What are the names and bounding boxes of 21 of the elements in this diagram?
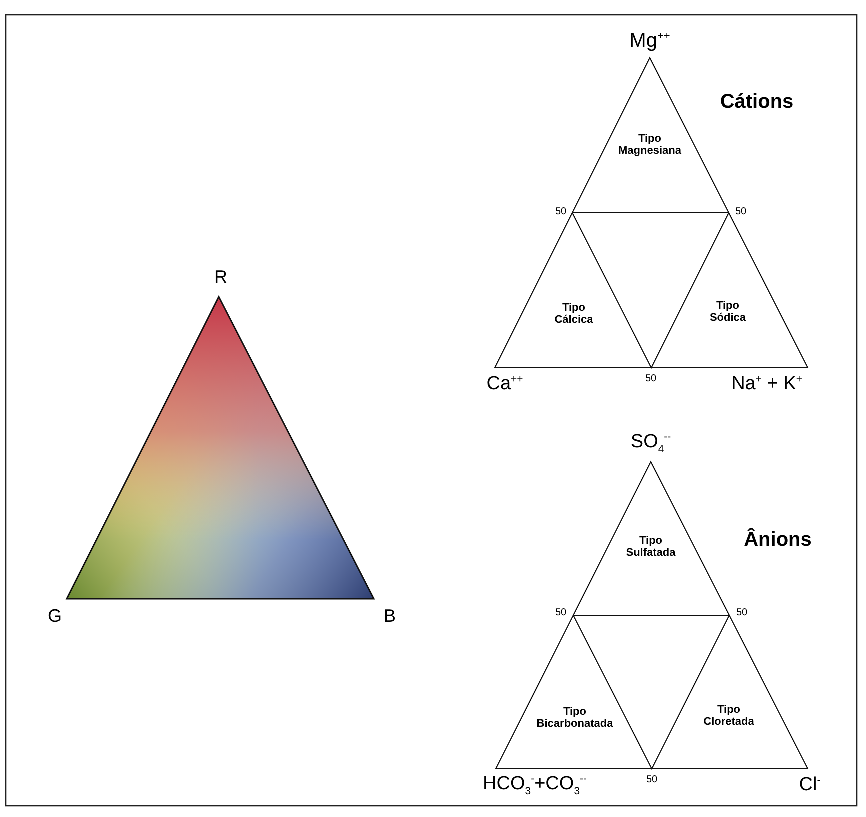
region-label: Tipo Cloretada bbox=[704, 704, 754, 728]
vertex-label: Mg$^{++}$ bbox=[630, 30, 670, 52]
axis-value: 50 bbox=[555, 608, 567, 618]
axis-value: 50 bbox=[555, 206, 567, 218]
vertex-label: Cl$^{-}$ bbox=[799, 775, 821, 797]
vertex-label: Na$^{+}$ + K$^{+}$ bbox=[732, 374, 802, 396]
axis-value: 50 bbox=[645, 374, 657, 384]
axis-value: 50 bbox=[646, 774, 658, 786]
vertex-label: G bbox=[48, 607, 62, 627]
region-label: Tipo Magnesiana bbox=[618, 132, 682, 158]
axis-value: 50 bbox=[735, 206, 747, 218]
region-label: Tipo Bicarbonatada bbox=[536, 706, 614, 730]
region-label: Tipo Cálcica bbox=[554, 302, 594, 326]
region-label: Tipo Sódica bbox=[710, 300, 746, 324]
region-label: Tipo Sulfatada bbox=[626, 534, 676, 560]
vertex-label: B bbox=[384, 607, 396, 627]
vertex-label: R bbox=[214, 268, 228, 288]
axis-value: 50 bbox=[736, 608, 748, 618]
vertex-label: Ca$^{++}$ bbox=[486, 374, 524, 396]
ion-group-label: Cátions bbox=[720, 91, 794, 113]
ion-group-label: Ânions bbox=[744, 529, 812, 551]
